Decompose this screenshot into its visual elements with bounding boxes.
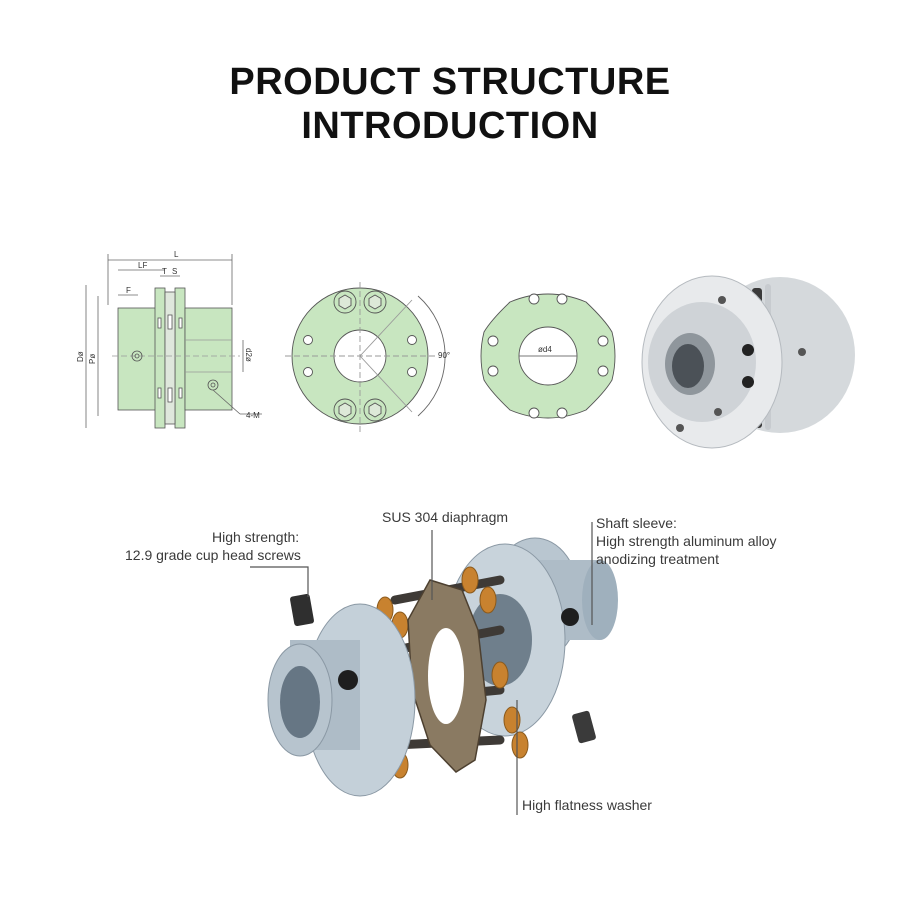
dim-thread-label: 4-M xyxy=(246,411,260,420)
page-title-line-1: PRODUCT STRUCTURE xyxy=(229,61,671,103)
exploded-assembly-render xyxy=(267,537,618,797)
dim-d2-label: d2ø xyxy=(244,348,253,362)
callout-sleeve-line-2: High strength aluminum alloy xyxy=(596,533,777,549)
callout-diaphragm: SUS 304 diaphragm xyxy=(382,509,509,525)
dim-LF-label: LF xyxy=(138,261,147,270)
side-view-drawing xyxy=(85,254,262,429)
diaphragm-drawing xyxy=(480,293,616,419)
dim-F-label: F xyxy=(126,286,131,295)
callout-sleeve-line-1: Shaft sleeve: xyxy=(596,515,677,531)
dim-T-label: T xyxy=(162,267,167,276)
callout-washer: High flatness washer xyxy=(522,797,652,813)
dim-D-label: Dø xyxy=(76,351,85,362)
callout-screws-line-2: 12.9 grade cup head screws xyxy=(125,547,301,563)
dim-P-label: Pø xyxy=(88,354,97,364)
angle-label: 90° xyxy=(438,351,450,360)
callout-sleeve-line-3: anodizing treatment xyxy=(596,551,719,567)
callout-screws-line-1: High strength: xyxy=(212,529,300,545)
dim-L-label: L xyxy=(174,250,179,259)
page-title-line-2: INTRODUCTION xyxy=(301,105,599,147)
callout-leaders xyxy=(250,522,593,815)
front-view-drawing xyxy=(285,282,446,432)
d4-label: ød4 xyxy=(538,345,552,354)
coupling-product-render xyxy=(641,275,855,449)
dim-S-label: S xyxy=(172,267,177,276)
